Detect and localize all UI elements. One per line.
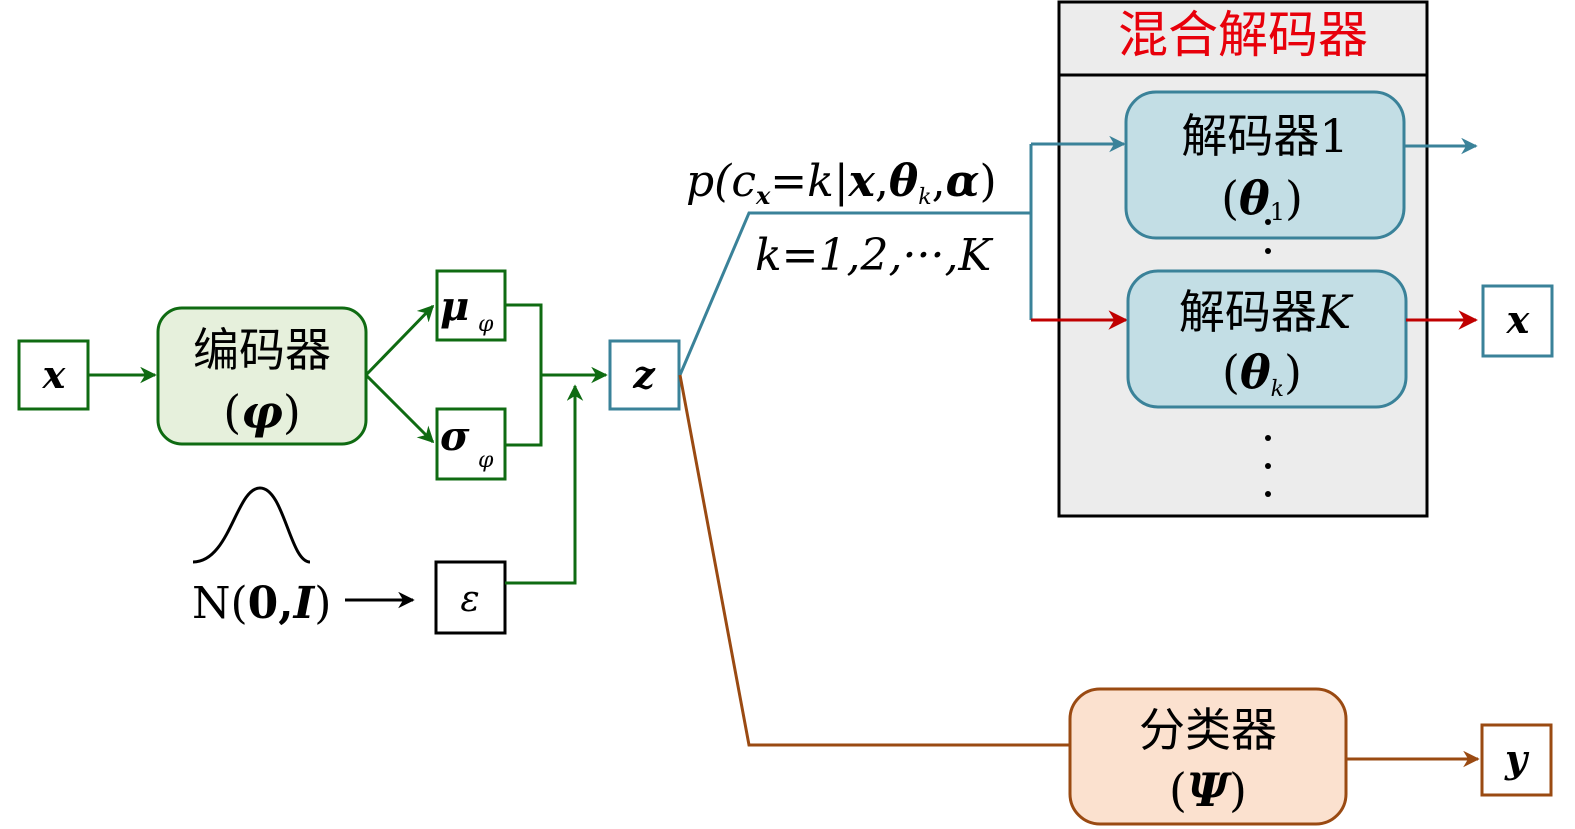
latent-z-node[interactable]: z	[608, 339, 681, 411]
mu-node[interactable]: μ φ	[435, 269, 507, 342]
epsilon-node[interactable]: ε	[434, 560, 507, 635]
latent-z-label: z	[632, 352, 656, 397]
encoder-title: 编码器	[193, 323, 331, 377]
gaussian-curve-icon	[192, 486, 311, 564]
arrow-encoder-to-mu	[364, 304, 435, 377]
decoder-k-title: 解码器K	[1179, 285, 1354, 339]
mixed-decoder-title: 混合解码器	[1118, 6, 1368, 64]
mixed-decoder-panel: 混合解码器	[1057, 0, 1429, 518]
output-x-node[interactable]: x	[1481, 284, 1554, 358]
decoder-1-param: (θ1)	[1221, 171, 1303, 226]
mixture-probability: p(cx=k|x,θk,α)	[686, 156, 997, 210]
sigma-node[interactable]: σ φ	[435, 407, 507, 481]
sigma-subscript: φ	[478, 448, 494, 473]
input-x-node[interactable]: x	[17, 339, 90, 411]
k-range: k=1,2,···,K	[755, 230, 993, 281]
output-y-label: y	[1504, 736, 1530, 781]
z-to-classifier-line	[678, 374, 1070, 747]
classifier-param: (Ψ)	[1169, 763, 1247, 817]
decoder-1-node[interactable]: 解码器1 (θ1)	[1124, 90, 1406, 240]
encoder-node[interactable]: 编码器 (φ)	[156, 306, 368, 446]
arrow-encoder-to-sigma	[364, 373, 435, 444]
classifier-node[interactable]: 分类器 (Ψ)	[1068, 687, 1348, 826]
sigma-symbol: σ	[440, 413, 470, 460]
z-to-mixture-line	[678, 211, 1031, 376]
decoder-1-title: 解码器1	[1181, 109, 1348, 163]
mu-sigma-bracket	[505, 303, 543, 447]
input-x-label: x	[42, 352, 67, 397]
classifier-title: 分类器	[1139, 703, 1277, 757]
decoder-k-node[interactable]: 解码器K (θk)	[1126, 269, 1408, 409]
decoder-k-param: (θk)	[1222, 345, 1302, 402]
mu-symbol: μ	[440, 283, 469, 330]
output-y-node[interactable]: y	[1480, 723, 1553, 797]
output-x-label: x	[1506, 297, 1531, 342]
epsilon-symbol: ε	[460, 579, 479, 620]
arrow-epsilon-to-z	[505, 384, 584, 585]
mu-subscript: φ	[478, 312, 494, 337]
noise-distribution: N(0,I)	[192, 578, 331, 629]
encoder-param: (φ)	[223, 385, 301, 439]
ellipsis-dots-lower	[1265, 435, 1271, 497]
